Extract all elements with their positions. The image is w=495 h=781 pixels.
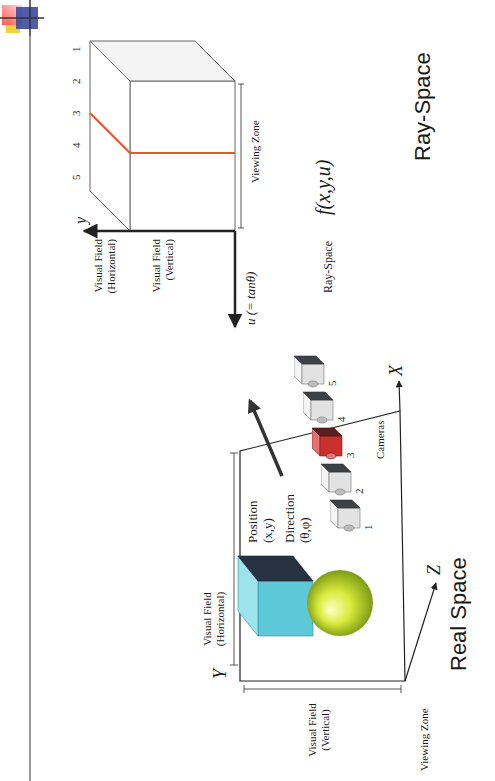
camera-number: 3 [344,453,357,459]
camera-number: 2 [353,489,366,495]
u-axis [234,231,237,327]
header-rule [29,36,30,781]
camera-slice [90,113,235,153]
camera [321,464,351,495]
dimension-line [234,453,235,665]
camera-number: 5 [326,381,339,387]
cube-side [238,556,313,581]
x-axis [399,381,400,411]
caption-label: Cameras [374,421,387,459]
dimension-label: Visual Field (Horizontal) [92,239,117,317]
cube-front [258,581,313,636]
y-axis [84,230,235,233]
dimension-label: Visual Field (Vertical) [306,693,331,767]
dimension-label: Visual Field (Horizontal) [201,582,226,656]
dimension-line [244,689,401,690]
camera [303,392,333,423]
caption-label: Ray-Space [322,241,336,293]
ray-arrow [250,401,282,476]
dimension-label: Visual Field (Vertical) [150,239,175,317]
camera-number: 1 [70,47,83,53]
camera-number: 4 [70,143,83,149]
section-title: Real Space [446,557,471,671]
camera-number: 2 [70,79,83,85]
dimension-tick [230,665,238,666]
dimension-label: Viewing Zone [418,708,431,771]
viewing-plane [240,411,405,681]
axis-label: Z [424,565,445,575]
dimension-tick [238,84,244,85]
axis-label: u (= tanθ) [244,272,259,325]
axis-label: y [72,217,90,224]
formula-label: f(x,y,u) [312,159,335,215]
camera [330,500,360,531]
dimension-tick [401,685,402,693]
camera-number: 3 [70,111,83,117]
ray-space-side [90,41,235,81]
dimension-label: Viewing Zone [249,120,262,183]
sphere [307,570,373,636]
logo-line [0,17,44,19]
dimension-tick [230,453,238,454]
ray-space-front [130,81,235,231]
dimension-tick [244,685,245,693]
z-axis [405,583,436,681]
parameter-label: Position (x,y) [246,483,276,543]
camera-number: 1 [362,525,375,531]
axis-label: X [386,365,407,376]
camera [294,356,324,387]
section-title: Ray-Space [410,52,435,161]
parameter-label: Direction (θ,φ) [283,479,313,543]
camera-number: 4 [335,417,348,423]
dimension-tick [238,228,244,229]
camera [312,428,342,459]
camera-number: 5 [70,175,83,181]
axis-label: Y [210,669,231,679]
dimension-line [241,84,242,228]
